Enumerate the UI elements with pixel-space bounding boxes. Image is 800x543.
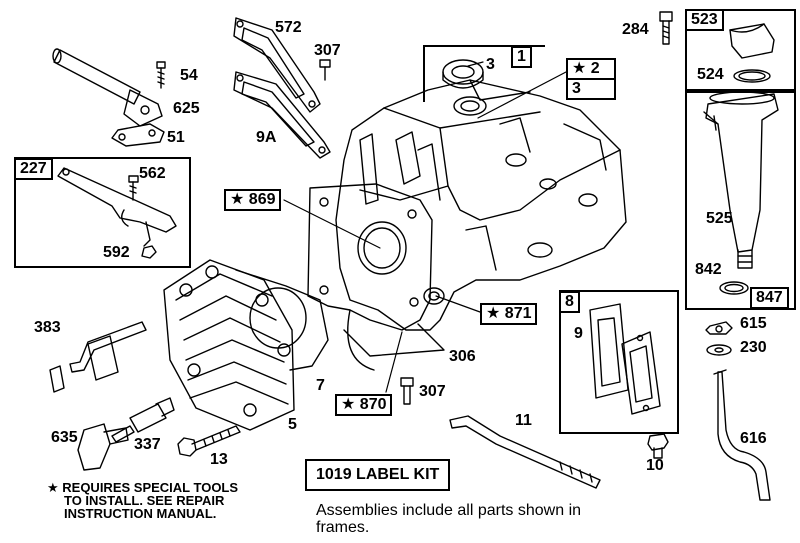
screw-284-drawing xyxy=(659,11,673,45)
gasket-51-drawing xyxy=(111,123,165,147)
engine-block-drawing xyxy=(307,79,627,371)
assemblies-note-line-1: Assemblies include all parts shown in xyxy=(316,502,582,519)
callout-11: 11 xyxy=(515,412,532,429)
callout-13: 13 xyxy=(210,451,228,468)
callout-54: 54 xyxy=(180,67,198,84)
footnote-line-1: ★ REQUIRES SPECIAL TOOLS xyxy=(47,480,239,495)
frame-assembly-523 xyxy=(685,9,796,93)
callout-230: 230 xyxy=(740,339,767,356)
callout-842: 842 xyxy=(695,261,722,278)
cylinder-head-drawing xyxy=(163,259,329,431)
footnote-line-3: INSTRUCTION MANUAL. xyxy=(64,506,217,521)
callout-625: 625 xyxy=(173,100,200,117)
breather-tube-drawing xyxy=(52,48,163,127)
lever-383-drawing xyxy=(49,321,147,393)
callout-847: 847 xyxy=(750,287,789,309)
spark-plug-drawing xyxy=(111,397,175,443)
dipstick-cap-drawing xyxy=(729,23,775,83)
callout-1: 1 xyxy=(511,46,532,68)
callout-307-top: 307 xyxy=(314,42,341,59)
callout-10: 10 xyxy=(646,457,664,474)
callout-227: 227 xyxy=(14,158,53,180)
nut-615-drawing xyxy=(705,321,733,335)
bolt-13-drawing xyxy=(177,425,241,457)
breather-9-drawing xyxy=(589,303,661,415)
callout-635: 635 xyxy=(51,429,78,446)
label-kit-box: 1019 LABEL KIT xyxy=(305,459,451,491)
callout-284: 284 xyxy=(622,21,649,38)
gasket-572-drawing xyxy=(233,17,321,113)
washer-230-drawing xyxy=(706,344,732,356)
screw-307-top-drawing xyxy=(319,59,331,81)
plug-10-drawing xyxy=(647,433,669,459)
callout-8: 8 xyxy=(559,291,580,313)
callout-5: 5 xyxy=(288,416,297,433)
callout-871: ★ 871 xyxy=(480,303,538,325)
frame-assembly-1 xyxy=(423,45,545,102)
callout-572: 572 xyxy=(275,19,302,36)
footnote-line-2: TO INSTALL. SEE REPAIR xyxy=(64,493,225,508)
callout-3-box: 3 xyxy=(566,80,616,100)
callout-524: 524 xyxy=(697,66,724,83)
callout-337: 337 xyxy=(134,436,161,453)
callout-383: 383 xyxy=(34,319,61,336)
governor-linkage-drawing xyxy=(57,167,177,259)
callout-870: ★ 870 xyxy=(335,394,393,416)
callout-616: 616 xyxy=(740,430,767,447)
rod-11-drawing xyxy=(449,415,601,489)
callout-562: 562 xyxy=(139,165,166,182)
gasket-9a-drawing xyxy=(233,71,331,159)
frame-assembly-8 xyxy=(559,290,679,434)
screw-54-drawing xyxy=(156,61,166,89)
leader-lines xyxy=(283,61,567,393)
assemblies-note-line-2: frames. xyxy=(316,519,370,536)
callout-3-seal: 3 xyxy=(486,56,495,73)
callout-306: 306 xyxy=(449,348,476,365)
callout-523: 523 xyxy=(685,9,724,31)
callout-307-bottom: 307 xyxy=(419,383,446,400)
oil-seal-drawing xyxy=(442,59,484,89)
frame-assembly-847 xyxy=(685,89,796,310)
callout-2: ★ 2 xyxy=(566,58,616,80)
screw-307-bottom-drawing xyxy=(400,377,414,405)
callout-7: 7 xyxy=(316,377,325,394)
callout-51: 51 xyxy=(167,129,185,146)
callout-615: 615 xyxy=(740,315,767,332)
rod-616-drawing xyxy=(713,369,771,501)
frame-assembly-227 xyxy=(14,157,191,268)
callout-592: 592 xyxy=(103,244,130,261)
spark-plug-boot-drawing xyxy=(77,423,129,471)
callout-869: ★ 869 xyxy=(224,189,282,211)
callout-9: 9 xyxy=(574,325,583,342)
callout-525: 525 xyxy=(706,210,733,227)
callout-9a: 9A xyxy=(256,129,277,146)
